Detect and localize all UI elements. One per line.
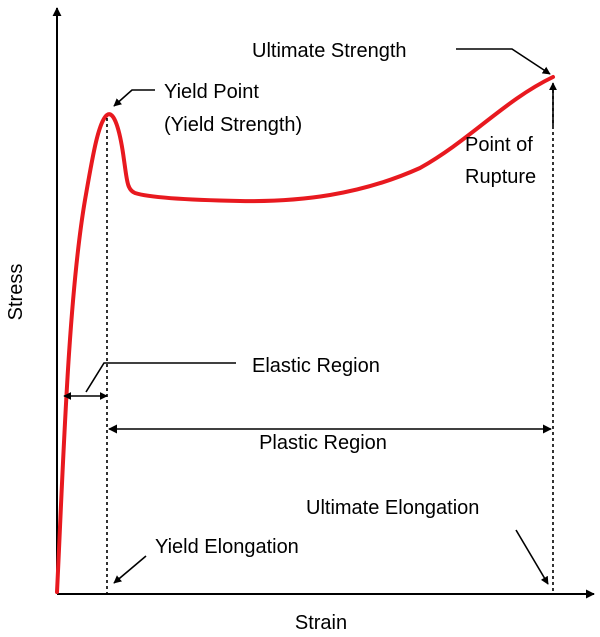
rupture-label-line1: Point of (465, 134, 533, 156)
ultimate-elongation-label: Ultimate Elongation (306, 497, 479, 519)
ultimate-strength-label: Ultimate Strength (252, 40, 407, 62)
ultimate-strength-arrow (456, 48, 551, 75)
yield-elongation-arrow (113, 555, 147, 584)
yield-point-label-line1: Yield Point (164, 81, 259, 103)
stress-strain-curve (55, 75, 555, 594)
yield-point-label-line2: (Yield Strength) (164, 114, 302, 136)
y-axis-label: Stress (5, 264, 27, 321)
plastic-region-label: Plastic Region (259, 432, 387, 454)
x-axis-label: Strain (295, 612, 347, 634)
elastic-region-label: Elastic Region (252, 355, 380, 377)
yield-elongation-label: Yield Elongation (155, 536, 299, 558)
rupture-label-line2: Rupture (465, 166, 536, 188)
elastic-region-leader (85, 362, 236, 393)
ultimate-elongation-arrow (515, 529, 549, 585)
yield-point-arrow (113, 89, 155, 107)
